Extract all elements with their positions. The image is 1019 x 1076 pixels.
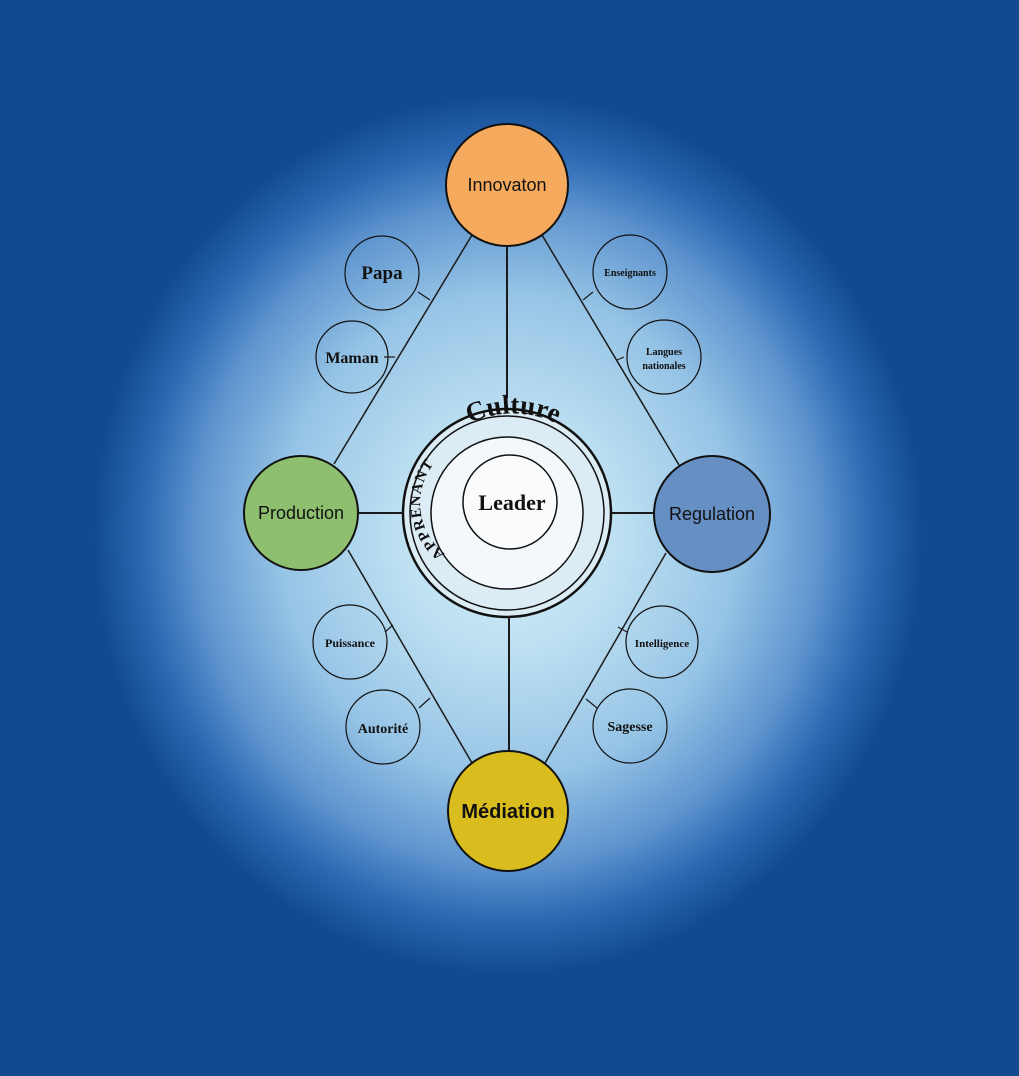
pole-regulation-circle <box>653 455 771 573</box>
pole-production-label: Production <box>258 503 344 523</box>
pole-production-circle <box>243 455 359 571</box>
satellite-connectors <box>384 291 628 709</box>
pole-mediation-label: Médiation <box>461 801 554 823</box>
satellite-langues-line1: Langues <box>646 347 682 358</box>
satellite-papa-label: Papa <box>361 263 403 284</box>
edge-innovation-production <box>333 234 473 465</box>
satellite-enseignants-label: Enseignants <box>604 268 656 279</box>
satellite-maman-label: Maman <box>325 350 378 367</box>
pole-innovation: Innovaton <box>445 123 569 247</box>
pole-production: Production <box>243 455 359 571</box>
center-rings <box>401 407 613 619</box>
satellite-puissance: Puissance <box>312 604 388 680</box>
edge-production-mediation <box>347 549 473 764</box>
satellites: Papa Maman Enseignants Langues nationale… <box>312 234 702 765</box>
satellite-enseignants: Enseignants <box>592 234 668 310</box>
connector-intelligence <box>617 626 628 633</box>
pole-mediation-circle <box>447 750 569 872</box>
satellite-langues-line2: nationales <box>642 361 685 372</box>
diamond-edges <box>333 234 680 764</box>
leader-label: Leader <box>478 490 545 515</box>
pole-innovation-circle <box>445 123 569 247</box>
connector-puissance <box>384 624 394 633</box>
pole-innovation-label: Innovaton <box>467 175 546 195</box>
satellite-intelligence: Intelligence <box>625 605 699 679</box>
culture-ring-inner <box>409 415 605 611</box>
satellite-intelligence-label: Intelligence <box>635 638 689 650</box>
center-spokes <box>359 246 654 753</box>
connector-papa <box>417 291 431 301</box>
satellite-puissance-label: Puissance <box>325 636 376 650</box>
satellite-papa: Papa <box>344 235 420 311</box>
satellite-autorite-label: Autorité <box>358 722 409 737</box>
leader-circle <box>462 454 558 550</box>
edge-innovation-regulation <box>541 234 680 466</box>
pole-regulation-label: Regulation <box>669 504 755 524</box>
connector-sagesse <box>585 698 598 709</box>
edge-regulation-mediation <box>544 552 667 764</box>
satellite-autorite: Autorité <box>345 689 421 765</box>
satellite-sagesse-label: Sagesse <box>607 720 652 735</box>
pole-regulation: Regulation <box>653 455 771 573</box>
connector-langues <box>616 356 625 361</box>
connector-enseignants <box>582 291 594 301</box>
satellite-langues-nationales: Langues nationales <box>626 319 702 395</box>
satellite-maman: Maman <box>315 320 389 394</box>
connector-autorite <box>418 697 431 709</box>
pole-mediation: Médiation <box>447 750 569 872</box>
satellite-sagesse: Sagesse <box>592 688 668 764</box>
